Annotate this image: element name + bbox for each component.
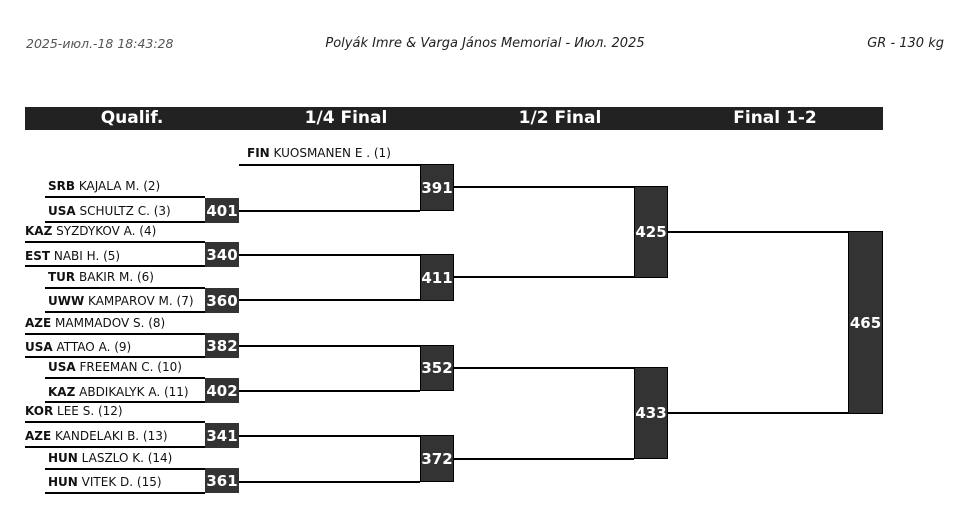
bracket-line: [667, 231, 848, 233]
wrestler-name: BAKIR M. (6): [79, 270, 154, 284]
wrestler-entry: FIN KUOSMANEN E . (1): [247, 145, 391, 162]
wrestler-entry: HUN VITEK D. (15): [48, 474, 162, 491]
bout-number: 411: [420, 254, 454, 301]
country-code: AZE: [25, 316, 52, 330]
bracket-line: [239, 254, 420, 256]
round-header-qualif: Qualif.: [100, 108, 164, 128]
country-code: AZE: [25, 429, 52, 443]
bracket-line: [239, 345, 420, 347]
wrestler-name: NABI H. (5): [53, 249, 121, 263]
wrestler-name: KUOSMANEN E . (1): [273, 146, 391, 160]
bracket-line: [25, 333, 205, 335]
bout-number: 340: [205, 242, 239, 267]
bracket-line: [453, 458, 634, 460]
bout-number: 402: [205, 378, 239, 403]
country-code: KAZ: [25, 224, 53, 238]
wrestler-name: SYZDYKOV A. (4): [56, 224, 157, 238]
wrestler-entry: HUN LASZLO K. (14): [48, 450, 172, 467]
bracket-line: [25, 421, 205, 423]
bout-number: 341: [205, 423, 239, 448]
bout-number: 433: [634, 367, 668, 459]
wrestler-entry: UWW KAMPAROV M. (7): [48, 293, 194, 310]
bout-number: 360: [205, 288, 239, 313]
country-code: KAZ: [48, 385, 76, 399]
wrestler-name: KAMPAROV M. (7): [88, 294, 194, 308]
wrestler-name: LASZLO K. (14): [81, 451, 173, 465]
country-code: SRB: [48, 179, 76, 193]
bracket-line: [239, 481, 420, 483]
bracket-line: [239, 210, 420, 212]
bout-number: 361: [205, 468, 239, 493]
wrestler-name: VITEK D. (15): [81, 475, 162, 489]
wrestler-entry: SRB KAJALA M. (2): [48, 178, 160, 195]
country-code: USA: [25, 340, 53, 354]
bout-number: 465: [848, 231, 883, 414]
country-code: USA: [48, 360, 76, 374]
bout-number: 372: [420, 435, 454, 482]
wrestler-name: KANDELAKI B. (13): [55, 429, 168, 443]
wrestler-entry: EST NABI H. (5): [25, 248, 120, 265]
wrestler-entry: AZE MAMMADOV S. (8): [25, 315, 165, 332]
bracket-line: [45, 311, 205, 313]
bracket-line: [45, 287, 205, 289]
round-header-bar: [25, 107, 883, 130]
round-header-quarter-final: 1/4 Final: [304, 108, 388, 128]
bracket-line: [667, 412, 848, 414]
wrestler-entry: USA SCHULTZ C. (3): [48, 203, 171, 220]
bracket-line: [45, 377, 205, 379]
bracket-line: [25, 446, 205, 448]
wrestler-name: ABDIKALYK A. (11): [79, 385, 189, 399]
bracket-line: [453, 367, 634, 369]
country-code: USA: [48, 204, 76, 218]
wrestler-entry: KOR LEE S. (12): [25, 403, 123, 420]
bracket-line: [45, 492, 205, 494]
wrestler-entry: AZE KANDELAKI B. (13): [25, 428, 168, 445]
wrestler-name: ATTAO A. (9): [56, 340, 132, 354]
wrestler-name: MAMMADOV S. (8): [55, 316, 166, 330]
country-code: HUN: [48, 451, 78, 465]
round-header-semi-final: 1/2 Final: [518, 108, 602, 128]
bracket-line: [239, 390, 420, 392]
wrestler-entry: KAZ ABDIKALYK A. (11): [48, 384, 189, 401]
country-code: EST: [25, 249, 51, 263]
weight-category: GR - 130 kg: [867, 36, 944, 51]
bracket-line: [239, 435, 420, 437]
bout-number: 391: [420, 164, 454, 211]
wrestler-entry: USA FREEMAN C. (10): [48, 359, 182, 376]
bout-number: 352: [420, 345, 454, 391]
wrestler-entry: TUR BAKIR M. (6): [48, 269, 154, 286]
country-code: TUR: [48, 270, 76, 284]
wrestler-entry: USA ATTAO A. (9): [25, 339, 131, 356]
wrestler-name: KAJALA M. (2): [78, 179, 161, 193]
bracket-line: [45, 468, 205, 470]
bracket-line: [25, 265, 205, 267]
bout-number: 382: [205, 333, 239, 358]
bracket-line: [25, 241, 205, 243]
bracket-line: [239, 164, 420, 166]
bracket-line: [45, 221, 205, 223]
bracket-line: [45, 196, 205, 198]
bracket-line: [45, 401, 205, 403]
round-header-final: Final 1-2: [733, 108, 817, 128]
country-code: HUN: [48, 475, 78, 489]
print-timestamp: 2025-июл.-18 18:43:28: [26, 36, 174, 51]
bracket-line: [453, 276, 634, 278]
country-code: FIN: [247, 146, 270, 160]
wrestler-name: FREEMAN C. (10): [79, 360, 182, 374]
event-title: Polyák Imre & Varga János Memorial - Июл…: [325, 36, 645, 51]
bracket-line: [25, 356, 205, 358]
bout-number: 425: [634, 186, 668, 278]
wrestler-entry: KAZ SYZDYKOV A. (4): [25, 223, 156, 240]
bout-number: 401: [205, 198, 239, 223]
wrestler-name: LEE S. (12): [57, 404, 123, 418]
bracket-line: [239, 299, 420, 301]
bracket-line: [453, 186, 634, 188]
country-code: KOR: [25, 404, 54, 418]
country-code: UWW: [48, 294, 85, 308]
wrestler-name: SCHULTZ C. (3): [79, 204, 171, 218]
